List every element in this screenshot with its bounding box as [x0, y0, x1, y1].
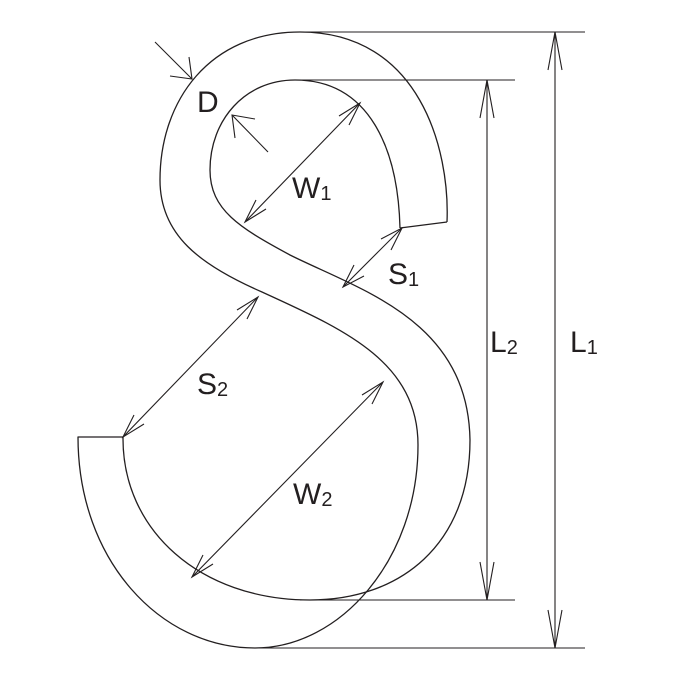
l1-arrow-bottom — [547, 609, 563, 649]
s2-label: S2 — [197, 368, 228, 401]
l2-label: L2 — [490, 326, 518, 359]
s-hook-shape — [77, 31, 471, 649]
l1-label: L1 — [570, 326, 598, 359]
s2-dimension-line — [122, 296, 259, 438]
s1-arrow-end — [380, 226, 404, 251]
hook-outer-contour — [77, 31, 448, 649]
l1-dimension: L1 — [547, 31, 598, 649]
d-outer-leader — [154, 41, 193, 80]
w2-arrow-start — [190, 554, 214, 579]
hook-inner-contour — [122, 79, 471, 601]
w2-dimension: W2 — [190, 380, 385, 579]
d-label: D — [197, 86, 219, 119]
w1-arrow-end — [338, 101, 362, 126]
d-dimension: D — [154, 41, 269, 153]
top-tip-cap — [399, 221, 448, 229]
w1-dimension: W1 — [243, 101, 362, 224]
s2-arrow-start — [121, 414, 145, 439]
d-arrow-inner — [231, 114, 256, 139]
s1-dimension: S1 — [341, 226, 419, 291]
l2-arrow-bottom — [479, 561, 495, 601]
s2-dimension: S2 — [121, 295, 260, 439]
w2-label: W2 — [293, 478, 332, 511]
extension-lines — [255, 31, 585, 649]
w1-arrow-start — [243, 199, 267, 224]
l2-arrow-top — [479, 79, 495, 119]
s1-arrow-start — [341, 264, 365, 289]
s1-label: S1 — [388, 258, 419, 291]
s2-arrow-end — [236, 295, 260, 320]
w2-arrow-end — [361, 380, 385, 405]
w1-dimension-line — [244, 102, 361, 223]
l2-dimension: L2 — [479, 79, 518, 601]
w1-label: W1 — [292, 172, 331, 205]
l1-arrow-top — [547, 31, 563, 71]
s1-dimension-line — [342, 227, 403, 288]
d-arrow-outer — [169, 56, 193, 80]
d-inner-leader — [231, 114, 269, 153]
w2-dimension-line — [191, 381, 384, 578]
